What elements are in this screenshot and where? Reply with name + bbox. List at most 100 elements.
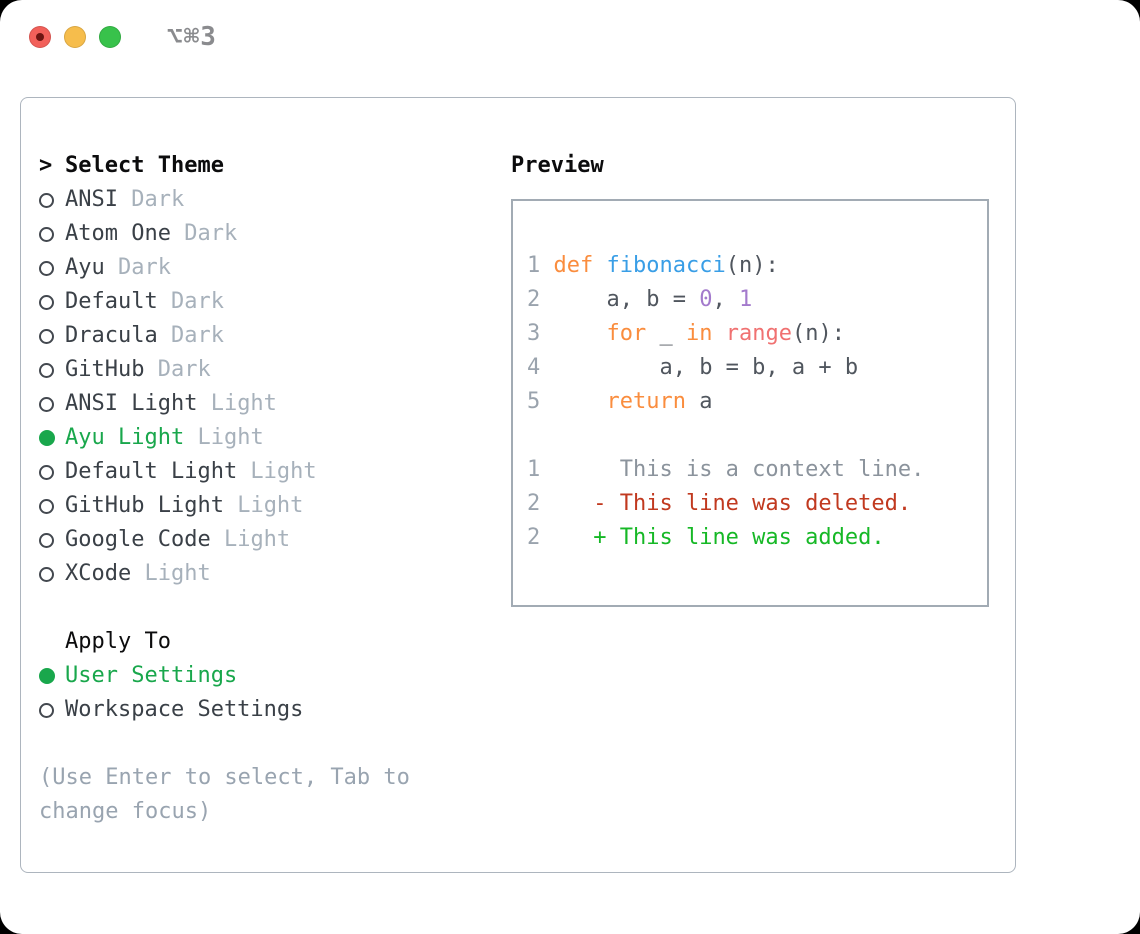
code-token-cd: (n): bbox=[791, 321, 845, 346]
preview-line: 1 This is a context line. bbox=[527, 453, 987, 487]
theme-option-text: Ayu Light Light bbox=[65, 421, 264, 455]
apply-option-label: User Settings bbox=[65, 663, 238, 688]
theme-variant-label: Dark bbox=[157, 323, 224, 348]
code-token-ln: 4 bbox=[527, 355, 554, 380]
radio-icon bbox=[39, 464, 54, 480]
theme-option-dracula[interactable]: Dracula Dark bbox=[39, 319, 459, 353]
code-token-kw: for bbox=[606, 321, 647, 346]
apply-to-header: Apply To bbox=[39, 625, 459, 659]
radio-icon bbox=[39, 532, 54, 548]
code-token-fn: fibonacci bbox=[606, 253, 726, 278]
code-token-ctx: This is a context line. bbox=[553, 457, 925, 482]
theme-name: Ayu bbox=[65, 255, 105, 280]
radio-marker bbox=[39, 566, 65, 582]
code-token-nm: 0 bbox=[699, 287, 713, 312]
theme-variant-label: Light bbox=[223, 493, 304, 518]
preview-title: Preview bbox=[511, 153, 604, 178]
preview-line: 2 - This line was deleted. bbox=[527, 487, 987, 521]
radio-icon bbox=[39, 226, 54, 242]
select-theme-title: Select Theme bbox=[65, 153, 224, 178]
theme-option-ayu-light[interactable]: Ayu Light Light bbox=[39, 421, 459, 455]
theme-option-ayu[interactable]: Ayu Dark bbox=[39, 251, 459, 285]
code-token-nm: 1 bbox=[738, 287, 753, 312]
apply-option-label: Workspace Settings bbox=[65, 697, 304, 722]
theme-variant-label: Light bbox=[184, 425, 264, 450]
theme-option-github[interactable]: GitHub Dark bbox=[39, 353, 459, 387]
code-token-cd bbox=[593, 253, 606, 278]
radio-marker bbox=[39, 702, 65, 718]
radio-icon bbox=[39, 192, 54, 208]
theme-name: GitHub Light bbox=[65, 493, 224, 518]
code-token-kw: return bbox=[606, 389, 686, 414]
preview-line: 2 + This line was added. bbox=[527, 521, 987, 555]
radio-marker bbox=[39, 226, 65, 242]
preview-line: 1 def fibonacci(n): bbox=[527, 249, 987, 283]
apply-to-title: Apply To bbox=[65, 629, 171, 654]
theme-option-text: Google Code Light bbox=[65, 523, 290, 557]
radio-icon bbox=[39, 566, 54, 582]
theme-variant-label: Light bbox=[131, 561, 211, 586]
theme-name: ANSI bbox=[65, 187, 118, 212]
code-token-ln: 2 bbox=[527, 491, 554, 516]
radio-marker bbox=[39, 396, 65, 412]
theme-option-ansi[interactable]: ANSI Dark bbox=[39, 183, 459, 217]
code-token-cd: a, b = b, a + b bbox=[553, 355, 859, 380]
theme-variant-label: Light bbox=[210, 527, 291, 552]
zoom-button[interactable] bbox=[99, 26, 121, 48]
help-text: (Use Enter to select, Tab to change focu… bbox=[39, 765, 410, 824]
theme-option-ansi-light[interactable]: ANSI Light Light bbox=[39, 387, 459, 421]
theme-name: Dracula bbox=[65, 323, 158, 348]
theme-option-text: ANSI Light Light bbox=[65, 387, 277, 421]
theme-option-default[interactable]: Default Dark bbox=[39, 285, 459, 319]
theme-name: ANSI Light bbox=[65, 391, 198, 416]
radio-marker bbox=[39, 464, 65, 480]
preview-line: 3 for _ in range(n): bbox=[527, 317, 987, 351]
theme-option-text: XCode Light bbox=[65, 557, 211, 591]
theme-name: XCode bbox=[65, 561, 132, 586]
radio-icon bbox=[39, 294, 54, 310]
minimize-button[interactable] bbox=[64, 26, 86, 48]
radio-marker bbox=[39, 362, 65, 378]
spacer bbox=[39, 727, 459, 761]
code-token-ln: 2 bbox=[527, 287, 554, 312]
theme-name: Default bbox=[65, 289, 158, 314]
radio-icon bbox=[39, 498, 54, 514]
code-token-cd bbox=[712, 321, 725, 346]
code-token-cd: a, b = bbox=[553, 287, 700, 312]
radio-icon bbox=[39, 328, 54, 344]
spacer bbox=[39, 591, 459, 625]
preview-line: 5 return a bbox=[527, 385, 987, 419]
select-theme-header: > Select Theme bbox=[39, 149, 459, 183]
radio-icon bbox=[39, 260, 54, 276]
code-token-cd: _ bbox=[646, 321, 686, 346]
window-title: ⌥⌘3 bbox=[167, 22, 217, 52]
radio-marker bbox=[39, 294, 65, 310]
close-button[interactable] bbox=[29, 26, 51, 48]
radio-icon bbox=[39, 396, 54, 412]
code-token-cd bbox=[554, 321, 607, 346]
theme-variant-label: Dark bbox=[170, 221, 238, 246]
theme-variant-label: Light bbox=[197, 391, 277, 416]
preview-line: 2 a, b = 0, 1 bbox=[527, 283, 987, 317]
theme-option-xcode[interactable]: XCode Light bbox=[39, 557, 459, 591]
apply-option-workspace-settings[interactable]: Workspace Settings bbox=[39, 693, 459, 727]
theme-variant-label: Dark bbox=[144, 357, 211, 382]
code-token-ln: 5 bbox=[527, 389, 554, 414]
code-token-cd: (n): bbox=[725, 253, 779, 278]
theme-name: Default Light bbox=[65, 459, 238, 484]
theme-option-google-code[interactable]: Google Code Light bbox=[39, 523, 459, 557]
code-token-ln: 1 bbox=[527, 457, 554, 482]
theme-option-text: Dracula Dark bbox=[65, 319, 224, 353]
theme-option-default-light[interactable]: Default Light Light bbox=[39, 455, 459, 489]
theme-option-github-light[interactable]: GitHub Light Light bbox=[39, 489, 459, 523]
theme-option-text: GitHub Dark bbox=[65, 353, 211, 387]
theme-option-atom-one[interactable]: Atom One Dark bbox=[39, 217, 459, 251]
radio-selected-icon bbox=[39, 668, 55, 684]
apply-option-user-settings[interactable]: User Settings bbox=[39, 659, 459, 693]
theme-option-text: Atom One Dark bbox=[65, 217, 237, 251]
code-token-del: - This line was deleted. bbox=[553, 491, 912, 516]
